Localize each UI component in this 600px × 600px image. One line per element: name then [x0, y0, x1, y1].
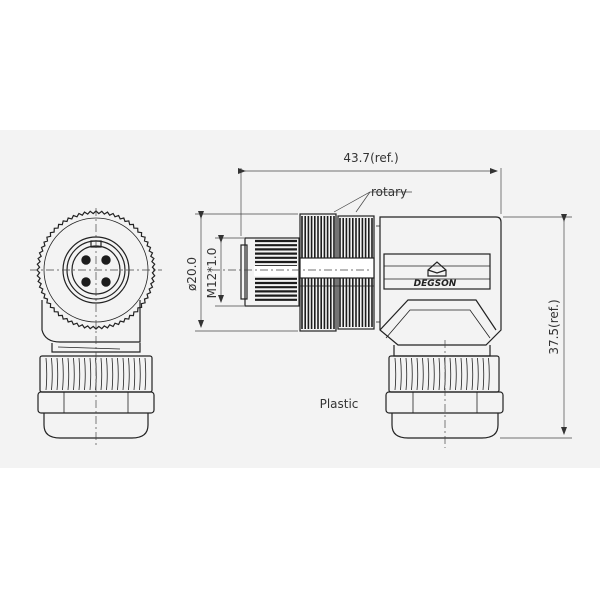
rotary-label: rotary — [371, 185, 407, 199]
gland-nut-side — [388, 355, 500, 393]
contact-pin-1 — [81, 255, 91, 265]
side-view: DEGSON — [212, 213, 504, 448]
dimensions: 43.7(ref.) 37.5(ref.) ø20.0 M12*1.0 rota… — [185, 151, 572, 439]
contact-pin-2 — [101, 255, 111, 265]
housing-outline — [379, 216, 502, 346]
brand-label-panel — [383, 253, 491, 290]
brand-logo-icon — [427, 261, 447, 277]
overall-height-label: 37.5(ref.) — [547, 299, 561, 354]
thread-label: M12*1.0 — [205, 248, 219, 299]
brand-label: DEGSON — [414, 279, 457, 289]
material-label: Plastic — [320, 397, 359, 411]
contact-pin-4 — [101, 277, 111, 287]
contact-pin-3 — [81, 277, 91, 287]
thread-section — [244, 237, 300, 307]
diameter-label: ø20.0 — [185, 257, 199, 291]
front-view — [30, 208, 162, 448]
gland-flange-side — [385, 391, 504, 414]
overall-length-label: 43.7(ref.) — [343, 151, 398, 165]
